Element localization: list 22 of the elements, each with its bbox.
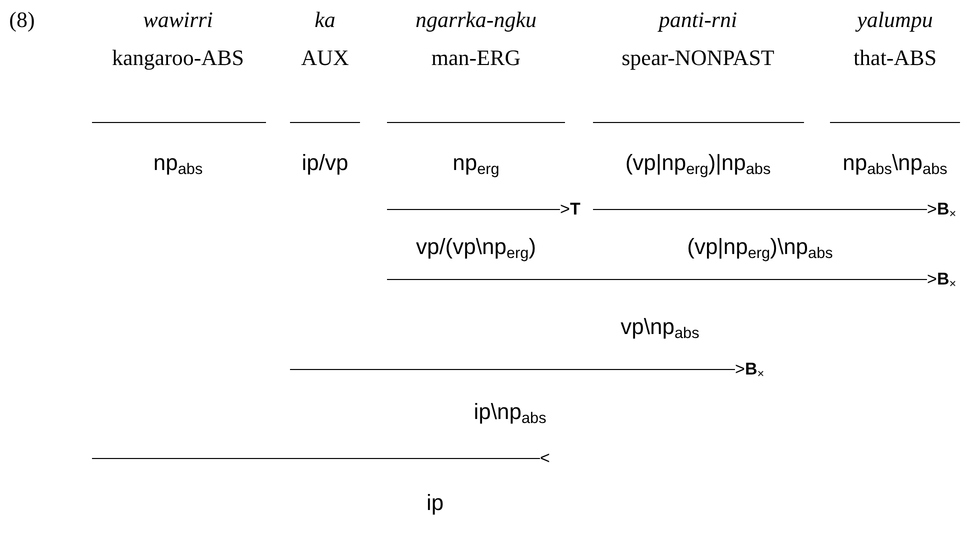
word-text: ka: [314, 9, 336, 31]
category-label: vp\np$_{abs}$: [620, 316, 700, 338]
rule-label: >B$_{×}$: [927, 200, 956, 218]
word-text: panti-rni: [658, 9, 738, 31]
word-text: wawirri: [143, 9, 213, 31]
rule-label: >B$_{×}$: [735, 360, 764, 378]
category-label: ip/vp: [302, 152, 348, 174]
gloss-text: man-ERG: [431, 47, 521, 69]
category-label: ip\np$_{abs}$: [474, 401, 546, 423]
rule-label: <: [540, 450, 550, 466]
category-label: np$_{abs}$\np$_{abs}$: [842, 152, 948, 174]
rule-label: >T: [560, 200, 580, 218]
rule-label: >B$_{×}$: [927, 270, 956, 288]
gloss-text: that-ABS: [853, 47, 937, 69]
word-text: yalumpu: [857, 9, 933, 31]
gloss-text: spear-NONPAST: [622, 47, 774, 69]
word-text: ngarrka-ngku: [416, 9, 536, 31]
gloss-text: AUX: [301, 47, 349, 69]
gloss-text: kangaroo-ABS: [112, 47, 244, 69]
category-label: ip: [426, 492, 444, 514]
category-label: np$_{abs}$: [153, 152, 203, 174]
example-number: (8): [9, 9, 35, 31]
